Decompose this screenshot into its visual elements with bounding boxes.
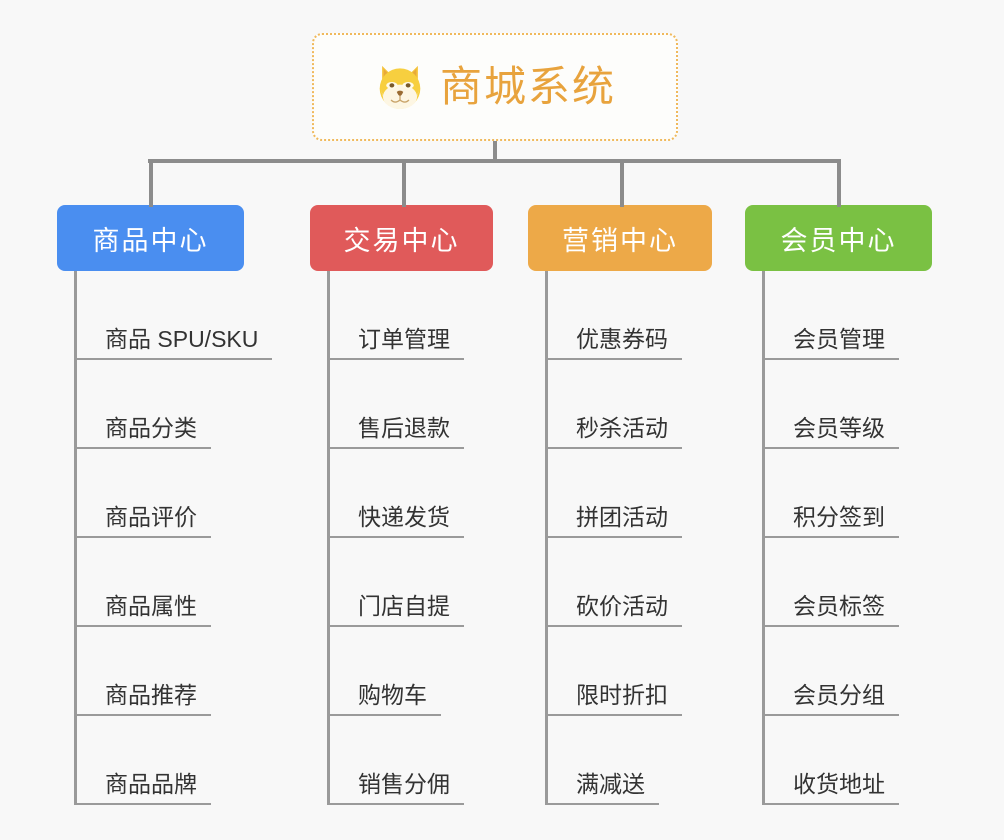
category-box[interactable]: 商品中心 xyxy=(57,205,244,271)
leaf-item-label: 限时折扣 xyxy=(546,682,682,716)
connector-drop-3 xyxy=(620,159,624,207)
leaf-item[interactable]: 会员标签 xyxy=(763,538,932,627)
leaf-item[interactable]: 商品 SPU/SKU xyxy=(75,271,273,360)
leaf-item-label: 门店自提 xyxy=(328,593,464,627)
leaf-item[interactable]: 限时折扣 xyxy=(546,627,712,716)
leaf-item[interactable]: 会员分组 xyxy=(763,627,932,716)
leaf-item-label: 优惠券码 xyxy=(546,326,682,360)
leaf-item[interactable]: 砍价活动 xyxy=(546,538,712,627)
leaf-list: 订单管理售后退款快递发货门店自提购物车销售分佣 xyxy=(310,271,493,805)
leaf-item-label: 销售分佣 xyxy=(328,771,464,805)
branch-column: 商品中心商品 SPU/SKU 商品分类商品评价商品属性商品推荐商品品牌 xyxy=(57,205,273,805)
leaf-item[interactable]: 销售分佣 xyxy=(328,716,493,805)
leaf-item-label: 收货地址 xyxy=(763,771,899,805)
leaf-trunk-line xyxy=(762,271,765,805)
leaf-list: 会员管理会员等级积分签到会员标签会员分组收货地址 xyxy=(745,271,932,805)
category-box[interactable]: 会员中心 xyxy=(745,205,932,271)
leaf-list: 商品 SPU/SKU 商品分类商品评价商品属性商品推荐商品品牌 xyxy=(57,271,273,805)
leaf-item[interactable]: 商品属性 xyxy=(75,538,244,627)
leaf-item-label: 会员等级 xyxy=(763,415,899,449)
leaf-trunk-line xyxy=(545,271,548,805)
leaf-item[interactable]: 商品分类 xyxy=(75,360,244,449)
leaf-item-label: 订单管理 xyxy=(328,326,464,360)
leaf-item[interactable]: 门店自提 xyxy=(328,538,493,627)
connector-drop-1 xyxy=(149,159,153,207)
leaf-item[interactable]: 秒杀活动 xyxy=(546,360,712,449)
leaf-item[interactable]: 优惠券码 xyxy=(546,271,712,360)
connector-drop-2 xyxy=(402,159,406,207)
leaf-item-label: 会员标签 xyxy=(763,593,899,627)
leaf-item[interactable]: 购物车 xyxy=(328,627,493,716)
leaf-item[interactable]: 积分签到 xyxy=(763,449,932,538)
leaf-item-label: 满减送 xyxy=(546,771,659,805)
leaf-item-label: 积分签到 xyxy=(763,504,899,538)
leaf-list: 优惠券码秒杀活动拼团活动砍价活动限时折扣满减送 xyxy=(528,271,712,805)
leaf-item-label: 拼团活动 xyxy=(546,504,682,538)
connector-horizontal-bus xyxy=(148,159,840,163)
leaf-item[interactable]: 满减送 xyxy=(546,716,712,805)
branch-column: 交易中心订单管理售后退款快递发货门店自提购物车销售分佣 xyxy=(310,205,493,805)
leaf-item[interactable]: 订单管理 xyxy=(328,271,493,360)
category-box[interactable]: 营销中心 xyxy=(528,205,712,271)
leaf-item-label: 商品推荐 xyxy=(75,682,211,716)
leaf-item-label: 砍价活动 xyxy=(546,593,682,627)
leaf-item-label: 商品 SPU/SKU xyxy=(75,326,273,360)
leaf-item[interactable]: 商品推荐 xyxy=(75,627,244,716)
leaf-item-label: 售后退款 xyxy=(328,415,464,449)
shiba-dog-face-icon xyxy=(379,65,421,111)
leaf-item-label: 会员管理 xyxy=(763,326,899,360)
leaf-item-label: 购物车 xyxy=(328,682,441,716)
leaf-item[interactable]: 拼团活动 xyxy=(546,449,712,538)
leaf-item-label: 商品分类 xyxy=(75,415,211,449)
leaf-item-label: 商品属性 xyxy=(75,593,211,627)
leaf-item[interactable]: 快递发货 xyxy=(328,449,493,538)
leaf-item-label: 商品品牌 xyxy=(75,771,211,805)
branch-column: 营销中心优惠券码秒杀活动拼团活动砍价活动限时折扣满减送 xyxy=(528,205,712,805)
root-title: 商城系统 xyxy=(439,63,616,110)
leaf-item[interactable]: 收货地址 xyxy=(763,716,932,805)
leaf-item-label: 会员分组 xyxy=(763,682,899,716)
branch-column: 会员中心会员管理会员等级积分签到会员标签会员分组收货地址 xyxy=(745,205,932,805)
leaf-item[interactable]: 售后退款 xyxy=(328,360,493,449)
connector-root-stem xyxy=(493,141,497,163)
root-node[interactable]: 商城系统 xyxy=(312,33,678,141)
leaf-trunk-line xyxy=(74,271,77,805)
leaf-item-label: 商品评价 xyxy=(75,504,211,538)
connector-drop-4 xyxy=(837,159,841,207)
leaf-item[interactable]: 商品评价 xyxy=(75,449,244,538)
leaf-item[interactable]: 会员管理 xyxy=(763,271,932,360)
leaf-item[interactable]: 商品品牌 xyxy=(75,716,244,805)
category-box[interactable]: 交易中心 xyxy=(310,205,493,271)
leaf-item[interactable]: 会员等级 xyxy=(763,360,932,449)
leaf-trunk-line xyxy=(327,271,330,805)
leaf-item-label: 秒杀活动 xyxy=(546,415,682,449)
leaf-item-label: 快递发货 xyxy=(328,504,464,538)
